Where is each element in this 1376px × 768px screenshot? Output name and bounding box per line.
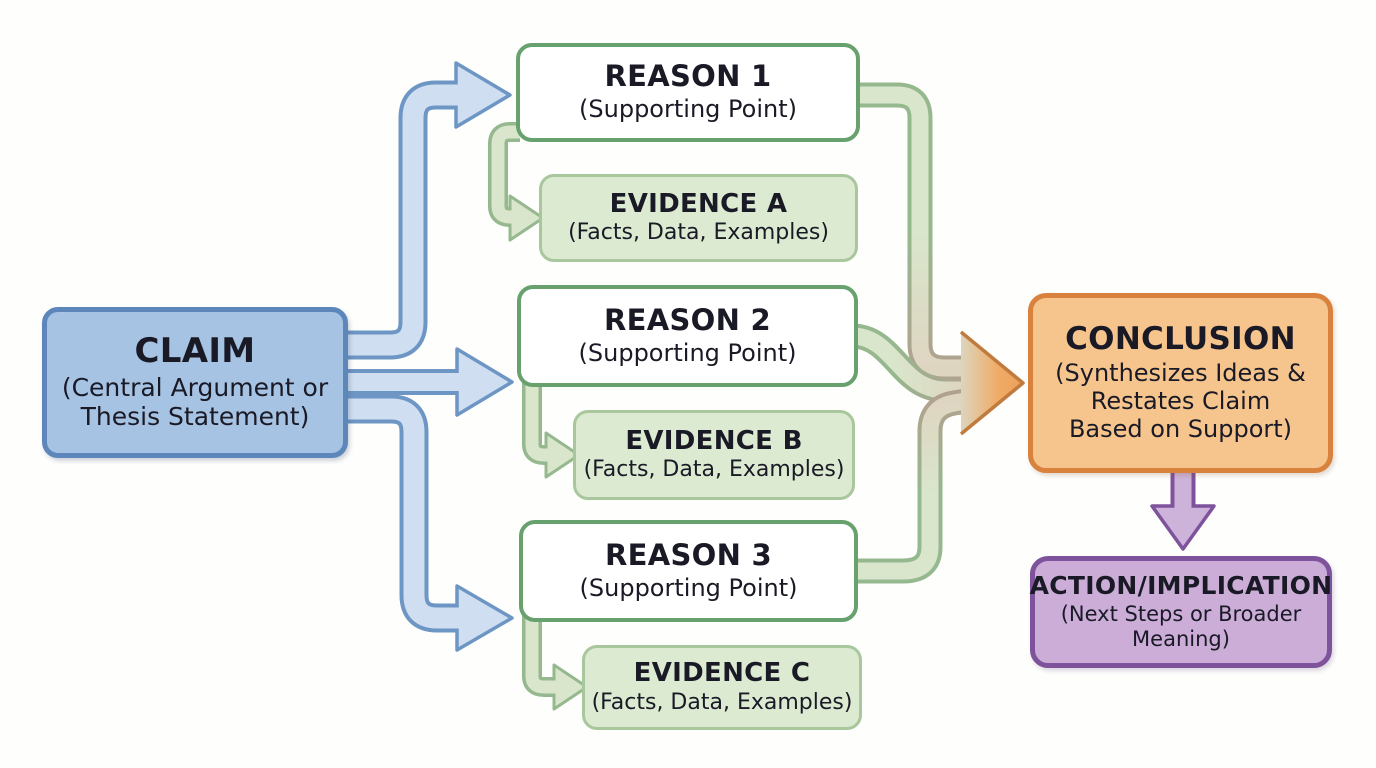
evidence-c-title: EVIDENCE C — [633, 658, 811, 689]
reason1-box: REASON 1 (Supporting Point) — [516, 43, 860, 142]
reason3-subtitle: (Supporting Point) — [579, 573, 798, 602]
reason3-box: REASON 3 (Supporting Point) — [519, 520, 858, 622]
reason2-subtitle: (Supporting Point) — [578, 338, 797, 367]
conclusion-subtitle: (Synthesizes Ideas & Restates Claim Base… — [1055, 358, 1306, 444]
reason1-subtitle: (Supporting Point) — [579, 95, 797, 124]
reason3-title: REASON 3 — [604, 537, 773, 572]
evidence-a-subtitle: (Facts, Data, Examples) — [568, 220, 829, 246]
arrow-reason1-to-evidence-a — [488, 122, 545, 242]
pipe-reason2-to-conclusion — [850, 323, 966, 403]
reason2-box: REASON 2 (Supporting Point) — [517, 285, 858, 387]
evidence-c-subtitle: (Facts, Data, Examples) — [591, 689, 853, 715]
conclusion-title: CONCLUSION — [1065, 321, 1296, 358]
evidence-b-box: EVIDENCE B (Facts, Data, Examples) — [573, 410, 855, 500]
claim-title: CLAIM — [134, 331, 256, 372]
pipe-reason3-to-conclusion — [852, 388, 969, 584]
arrow-reason2-to-evidence-b — [522, 377, 581, 479]
action-implication-title: ACTION/IMPLICATION — [1029, 571, 1333, 601]
evidence-a-title: EVIDENCE A — [609, 188, 788, 219]
claim-subtitle: (Central Argument or Thesis Statement) — [61, 372, 329, 432]
reason2-title: REASON 2 — [603, 302, 772, 337]
conclusion-box: CONCLUSION (Synthesizes Ideas & Restates… — [1028, 293, 1333, 473]
arrow-reason3-to-evidence-c — [522, 612, 589, 711]
arrow-claim-to-reason1 — [346, 61, 512, 360]
arrow-claim-to-reason3 — [346, 394, 514, 652]
arrow-claim-to-reason2 — [346, 347, 514, 417]
pipe-reason1-to-conclusion — [852, 82, 966, 381]
action-implication-box: ACTION/IMPLICATION (Next Steps or Broade… — [1030, 556, 1332, 668]
evidence-a-box: EVIDENCE A (Facts, Data, Examples) — [539, 174, 858, 262]
arrow-conclusion-to-action — [1150, 468, 1216, 551]
merge-arrowhead-to-conclusion — [959, 330, 1025, 436]
reason1-title: REASON 1 — [604, 59, 772, 94]
evidence-b-title: EVIDENCE B — [625, 425, 803, 456]
action-implication-subtitle: (Next Steps or Broader Meaning) — [1060, 601, 1302, 651]
evidence-c-box: EVIDENCE C (Facts, Data, Examples) — [582, 645, 862, 730]
claim-box: CLAIM (Central Argument or Thesis Statem… — [42, 307, 348, 458]
evidence-b-subtitle: (Facts, Data, Examples) — [583, 457, 845, 483]
